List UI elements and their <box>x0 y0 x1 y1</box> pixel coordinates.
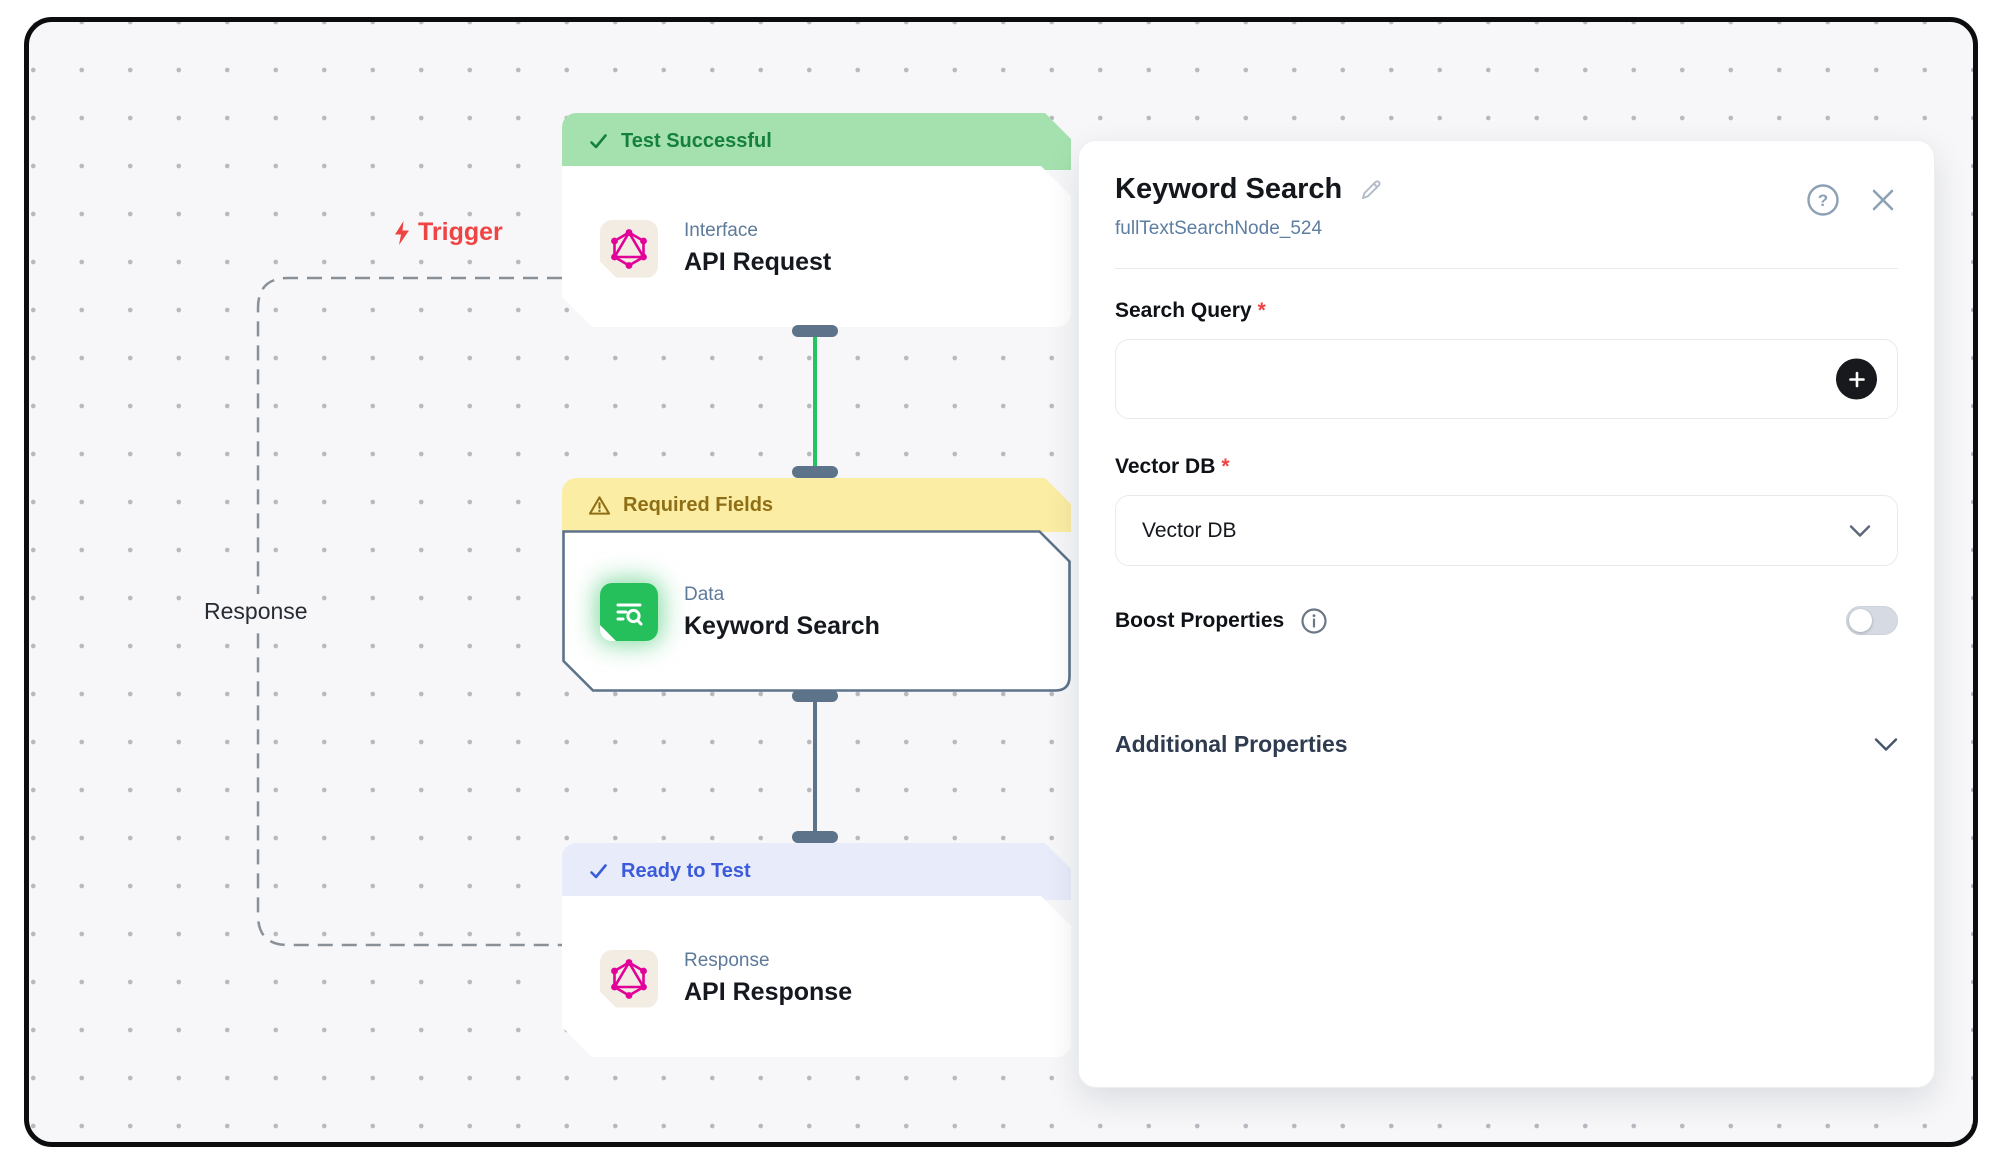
lightning-bolt-icon <box>395 220 409 245</box>
graphql-icon <box>609 959 649 999</box>
node-status-text: Test Successful <box>621 130 772 152</box>
search-query-box <box>1115 339 1898 419</box>
svg-text:?: ? <box>1818 191 1828 210</box>
node-status-text: Ready to Test <box>621 860 751 882</box>
plus-icon <box>1848 371 1865 387</box>
check-icon <box>588 131 609 152</box>
output-handle-keyword-search[interactable] <box>792 690 838 702</box>
info-icon[interactable] <box>1300 607 1328 635</box>
node-keyword-search[interactable]: Required Fields <box>562 478 1071 692</box>
node-title: API Request <box>684 248 832 276</box>
boost-properties-label: Boost Properties <box>1115 608 1285 632</box>
trigger-edge-label: Trigger <box>392 218 503 247</box>
output-handle-api-request[interactable] <box>792 325 838 337</box>
additional-properties-title: Additional Properties <box>1115 731 1348 757</box>
node-id-label: fullTextSearchNode_524 <box>1115 218 1323 239</box>
node-type-label: Response <box>684 950 770 971</box>
search-query-input[interactable] <box>1116 340 1897 418</box>
input-handle-keyword-search[interactable] <box>792 466 838 478</box>
trigger-edge-text: Trigger <box>418 218 503 246</box>
chevron-down-icon <box>1874 738 1898 751</box>
node-body-shape <box>562 896 1071 1057</box>
edit-pencil-icon[interactable] <box>1358 177 1384 203</box>
node-status-banner: Test Successful <box>562 113 1071 170</box>
node-status-text: Required Fields <box>623 493 774 516</box>
node-type-label: Data <box>684 583 725 605</box>
vector-db-select[interactable]: Vector DB <box>1115 495 1898 566</box>
node-icon <box>600 950 658 1008</box>
boost-properties-toggle[interactable] <box>1846 606 1898 635</box>
node-status-banner: Required Fields <box>562 478 1071 532</box>
search-query-label: Search Query * <box>1115 299 1266 322</box>
node-title: API Response <box>684 978 853 1006</box>
node-title: Keyword Search <box>684 611 880 640</box>
node-type-label: Interface <box>684 220 758 241</box>
toggle-knob <box>1849 609 1872 632</box>
node-icon <box>600 220 658 278</box>
required-marker: * <box>1257 299 1266 322</box>
close-icon[interactable] <box>1868 185 1898 215</box>
required-marker: * <box>1221 455 1230 478</box>
input-handle-api-response[interactable] <box>792 831 838 843</box>
additional-properties-header[interactable]: Additional Properties <box>1115 731 1898 758</box>
node-config-panel: Keyword Search fullTextSearchNode_524 ? <box>1078 140 1935 1088</box>
edge-search-to-response <box>813 697 817 837</box>
vector-db-label: Vector DB * <box>1115 455 1230 478</box>
chevron-down-icon <box>1849 524 1871 537</box>
response-edge-label: Response <box>194 594 318 629</box>
search-list-icon <box>613 596 645 628</box>
divider <box>1115 268 1898 269</box>
node-body-shape-selected <box>562 530 1071 692</box>
node-icon <box>600 583 658 641</box>
help-icon[interactable]: ? <box>1806 183 1840 217</box>
node-api-response[interactable]: Ready to Test <box>562 843 1071 1057</box>
edge-request-to-search <box>813 332 817 472</box>
panel-title: Keyword Search <box>1115 173 1343 205</box>
graphql-icon <box>609 229 649 269</box>
check-icon <box>588 861 609 882</box>
node-api-request[interactable]: Test Successful <box>562 113 1071 327</box>
add-variable-button[interactable] <box>1836 358 1877 400</box>
response-edge-text: Response <box>204 598 308 624</box>
node-body-shape <box>562 166 1071 327</box>
vector-db-selected-value: Vector DB <box>1142 518 1237 542</box>
node-status-banner: Ready to Test <box>562 843 1071 900</box>
warning-icon <box>588 495 611 516</box>
